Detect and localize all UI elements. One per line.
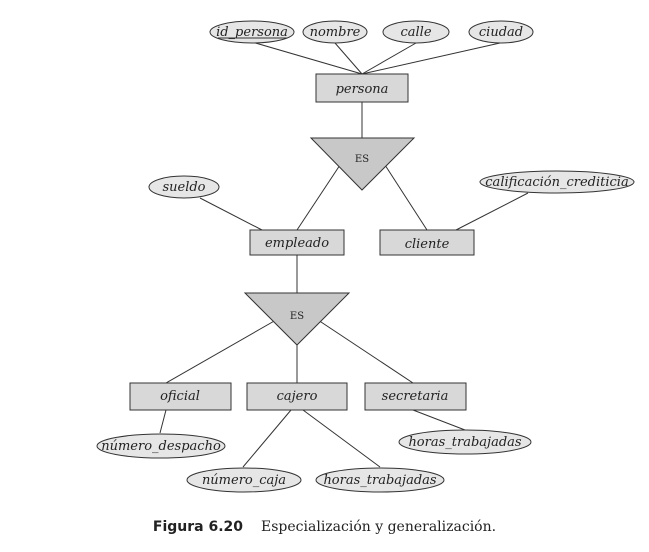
figure-number: Figura 6.20 (152, 519, 244, 535)
attribute-ciudad: ciudad (468, 20, 534, 44)
isa-bottom-label: ES (290, 311, 304, 322)
isa-triangle-bottom: ES (243, 292, 351, 346)
line-id-persona-persona (251, 41, 363, 75)
entity-persona-label: persona (336, 82, 389, 97)
isa-top-label: ES (355, 154, 369, 165)
attribute-horas-trabajadas-secretaria: horas_trabajadas (398, 429, 532, 455)
attribute-id-persona: id_persona (209, 20, 295, 44)
attribute-horas-trabajadas-cajero-label: horas_trabajadas (323, 473, 436, 488)
entity-cajero-label: cajero (277, 389, 318, 404)
line-oficial-numero-despacho (159, 409, 167, 434)
entity-oficial-label: oficial (160, 389, 200, 404)
attribute-sueldo: sueldo (148, 175, 220, 199)
attribute-id-persona-label: id_persona (216, 25, 288, 40)
attribute-nombre: nombre (302, 20, 368, 44)
entity-secretaria-label: secretaria (382, 389, 449, 404)
entity-oficial: oficial (129, 382, 232, 411)
line-secretaria-horas-trabajadas (412, 409, 466, 431)
entity-persona: persona (315, 73, 409, 103)
attribute-numero-despacho-label: número_despacho (101, 439, 221, 454)
line-isa-top-cliente (384, 164, 428, 231)
connectors (159, 41, 529, 468)
line-sueldo-empleado (199, 197, 263, 231)
attribute-numero-caja-label: número_caja (202, 473, 286, 488)
line-cajero-numero-caja (242, 409, 292, 468)
attribute-horas-trabajadas-cajero: horas_trabajadas (315, 467, 445, 493)
line-isa-bottom-oficial (165, 319, 277, 384)
entity-cliente: cliente (379, 229, 475, 256)
entity-empleado: empleado (249, 229, 345, 256)
isa-triangle-top: ES (309, 137, 416, 191)
entity-empleado-label: empleado (265, 236, 329, 251)
figure-title: Especialización y generalización. (261, 519, 497, 535)
entity-cliente-label: cliente (405, 237, 450, 252)
attribute-sueldo-label: sueldo (162, 180, 205, 195)
attribute-calle-label: calle (400, 25, 431, 40)
line-calle-persona (361, 42, 417, 75)
attribute-nombre-label: nombre (310, 25, 361, 40)
attribute-numero-caja: número_caja (186, 467, 302, 493)
attribute-calificacion-crediticia: calificación_crediticia (479, 170, 635, 194)
attribute-horas-trabajadas-secretaria-label: horas_trabajadas (408, 435, 521, 450)
line-calificacion-cliente (455, 192, 529, 231)
line-cajero-horas-trabajadas (302, 409, 381, 468)
line-ciudad-persona (361, 42, 501, 75)
line-isa-bottom-secretaria (317, 319, 414, 384)
attribute-calle: calle (382, 20, 450, 44)
entity-secretaria: secretaria (364, 382, 467, 411)
attribute-calificacion-crediticia-label: calificación_crediticia (485, 175, 628, 190)
attribute-ciudad-label: ciudad (479, 25, 523, 40)
figure-caption: Figura 6.20 Especialización y generalizac… (0, 518, 649, 536)
attribute-numero-despacho: número_despacho (96, 433, 226, 459)
line-nombre-persona (334, 42, 363, 75)
line-isa-top-empleado (296, 164, 341, 231)
entity-cajero: cajero (246, 382, 348, 411)
